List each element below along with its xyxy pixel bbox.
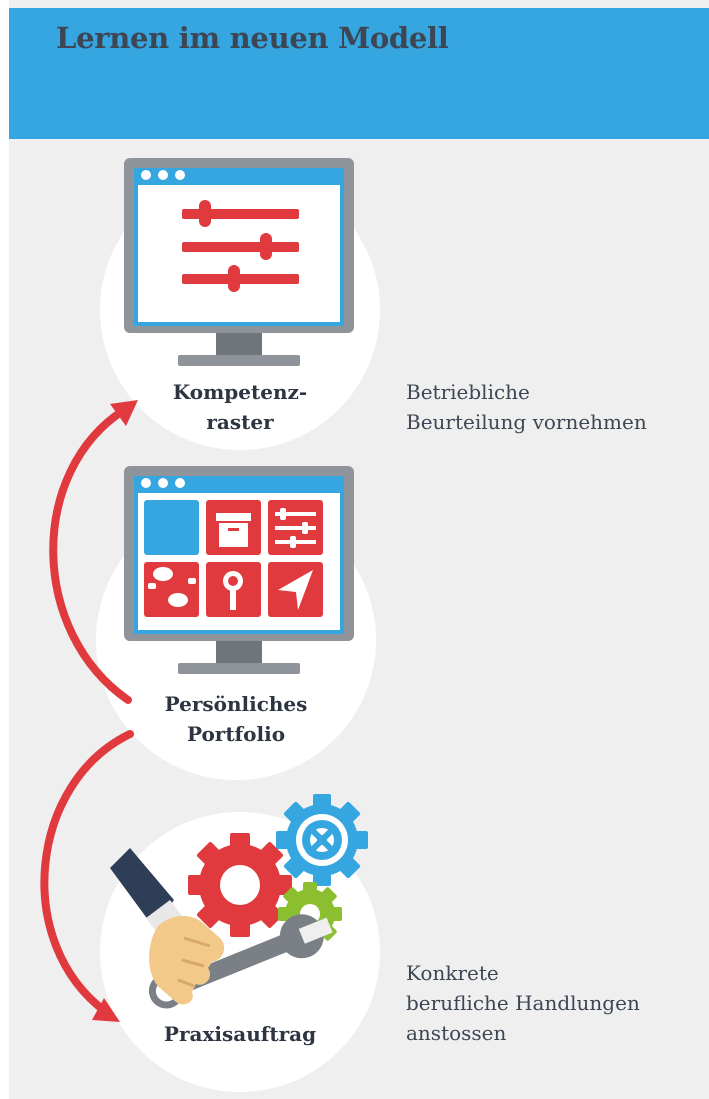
side-text-beurteilung-line-2: Beurteilung vornehmen bbox=[406, 410, 647, 434]
label-kompetenzraster-line-2: raster bbox=[206, 410, 274, 434]
arrowhead-down bbox=[92, 998, 120, 1022]
side-text-beurteilung: Betriebliche Beurteilung vornehmen bbox=[406, 377, 647, 437]
label-portfolio-line-2: Portfolio bbox=[186, 722, 286, 746]
side-text-beurteilung-line-1: Betriebliche bbox=[406, 380, 530, 404]
arrowhead-up bbox=[110, 400, 138, 426]
label-persoenliches-portfolio: Persönliches Portfolio bbox=[136, 689, 336, 749]
arrow-portfolio-to-praxisauftrag bbox=[40, 730, 134, 1016]
monitor-sliders-icon bbox=[124, 158, 354, 366]
label-portfolio-line-1: Persönliches bbox=[164, 692, 308, 716]
arrow-portfolio-to-kompetenzraster bbox=[49, 406, 132, 704]
header-banner: Lernen im neuen Modell bbox=[9, 8, 709, 139]
page-title: Lernen im neuen Modell bbox=[56, 21, 449, 55]
side-text-handlungen: Konkrete berufliche Handlungen anstossen bbox=[406, 958, 640, 1048]
side-text-handlungen-line-3: anstossen bbox=[406, 1021, 507, 1045]
label-kompetenzraster-line-1: Kompetenz- bbox=[172, 380, 308, 404]
label-kompetenzraster: Kompetenz- raster bbox=[160, 377, 320, 437]
label-praxisauftrag-line-1: Praxisauftrag bbox=[163, 1022, 317, 1046]
left-border bbox=[0, 0, 9, 1099]
side-text-handlungen-line-2: berufliche Handlungen bbox=[406, 991, 640, 1015]
hand-wrench-gears-icon bbox=[110, 794, 368, 1009]
side-text-handlungen-line-1: Konkrete bbox=[406, 961, 499, 985]
label-praxisauftrag: Praxisauftrag bbox=[140, 1019, 340, 1049]
monitor-app-grid-icon bbox=[124, 466, 354, 674]
